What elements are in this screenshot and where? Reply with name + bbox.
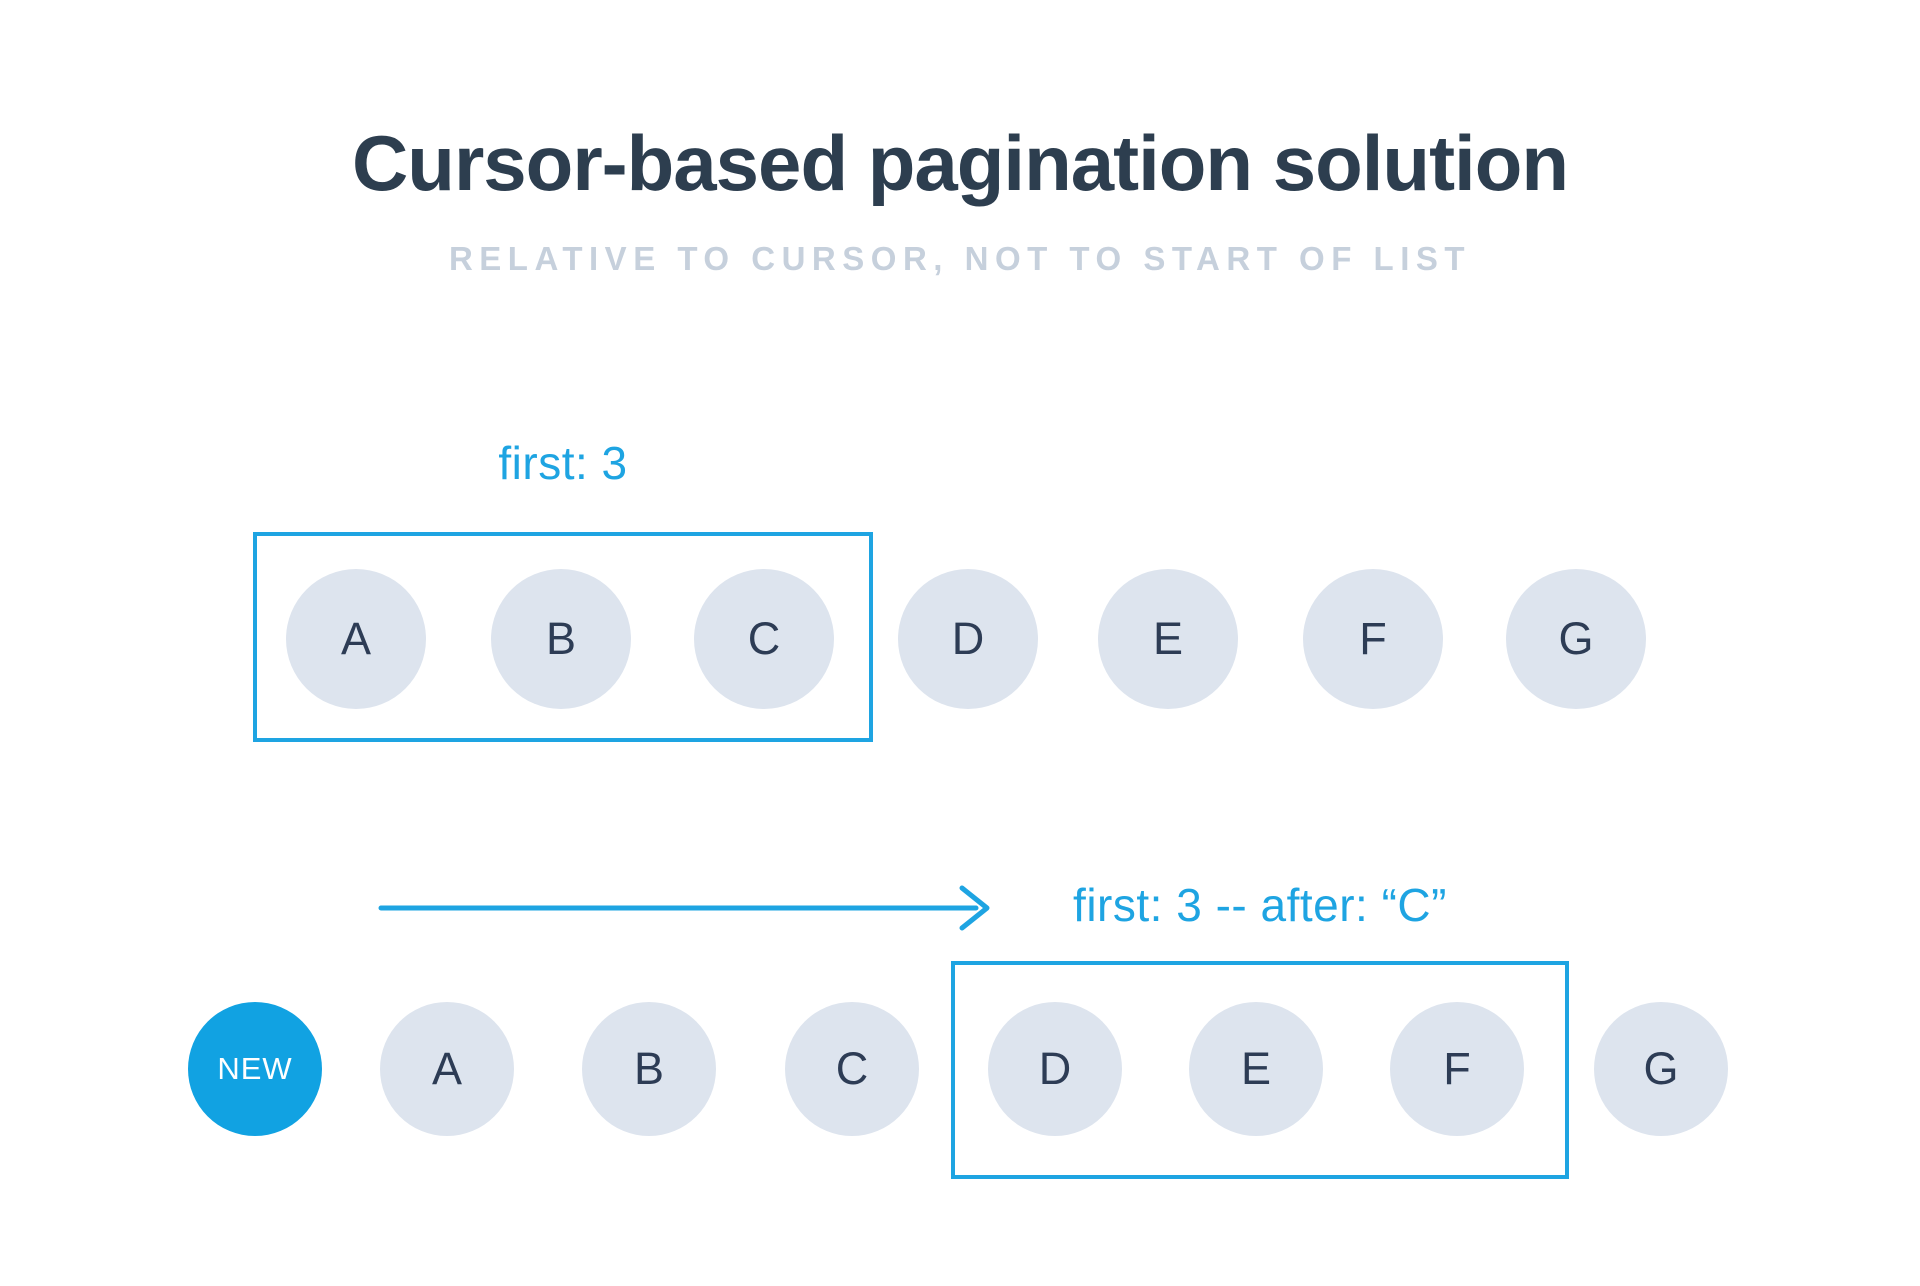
page-title: Cursor-based pagination solution <box>351 119 1569 207</box>
list-item-f: F <box>1390 1002 1524 1136</box>
next-page-query-label: first: 3 -- after: “C” <box>1073 879 1447 931</box>
list-item-c: C <box>694 569 834 709</box>
list-item-e: E <box>1189 1002 1323 1136</box>
arrow-right-icon <box>378 885 990 931</box>
first-page-window-box <box>253 532 873 742</box>
first-page-query-label: first: 3 <box>498 437 628 489</box>
list-item-new: NEW <box>188 1002 322 1136</box>
list-item-g: G <box>1506 569 1646 709</box>
list-item-e: E <box>1098 569 1238 709</box>
list-item-b: B <box>491 569 631 709</box>
page-subtitle: RELATIVE TO CURSOR, NOT TO START OF LIST <box>448 240 1472 277</box>
list-item-d: D <box>898 569 1038 709</box>
list-item-a: A <box>380 1002 514 1136</box>
list-item-a: A <box>286 569 426 709</box>
list-item-c: C <box>785 1002 919 1136</box>
list-item-g: G <box>1594 1002 1728 1136</box>
list-item-d: D <box>988 1002 1122 1136</box>
list-item-f: F <box>1303 569 1443 709</box>
next-page-window-box <box>951 961 1569 1179</box>
list-item-b: B <box>582 1002 716 1136</box>
